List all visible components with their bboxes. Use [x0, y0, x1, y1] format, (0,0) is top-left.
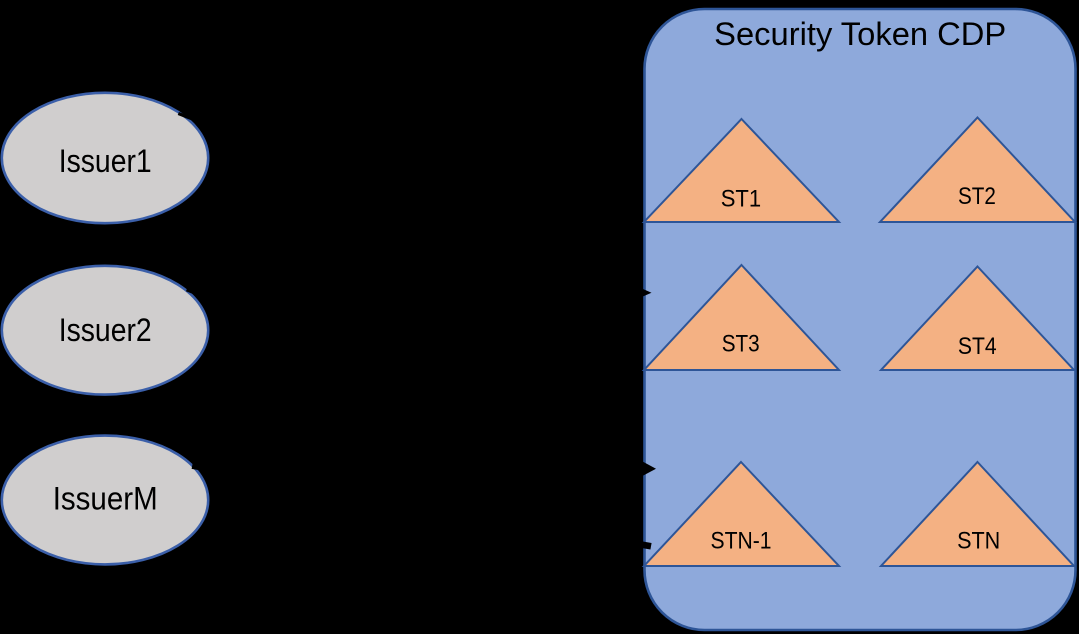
svg-text:Security Token CDP: Security Token CDP [714, 16, 1006, 52]
svg-text:Issuer1: Issuer1 [59, 142, 152, 179]
svg-text:IssuerM: IssuerM [53, 479, 158, 516]
svg-text:ST4: ST4 [958, 333, 997, 360]
svg-text:STN-1: STN-1 [711, 527, 772, 554]
svg-text:ST2: ST2 [958, 183, 996, 210]
svg-text:Issuer2: Issuer2 [59, 311, 152, 348]
svg-text:STN: STN [957, 527, 1000, 554]
svg-text:ST3: ST3 [722, 331, 760, 358]
svg-text:ST1: ST1 [721, 186, 761, 213]
